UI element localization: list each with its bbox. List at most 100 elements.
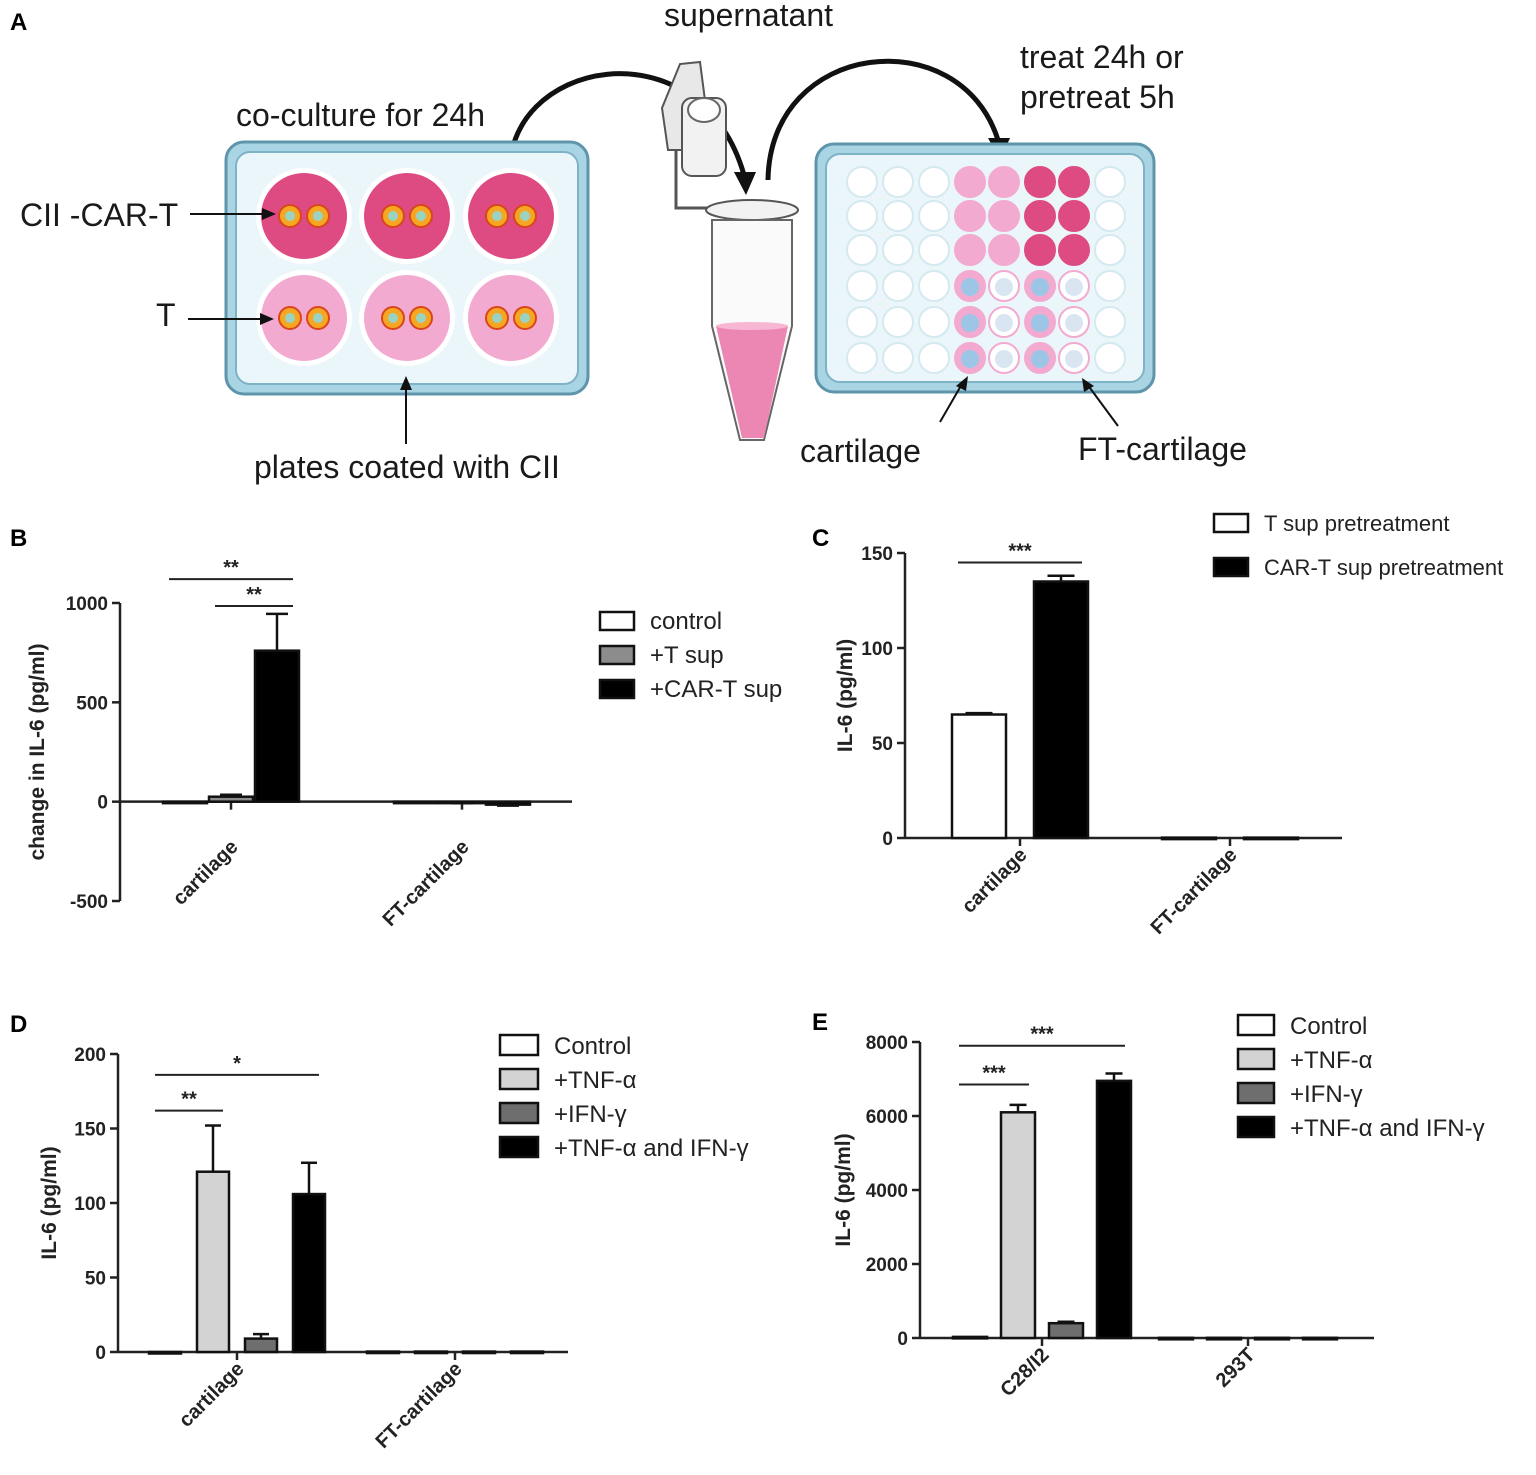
cartilage-pointer [939, 383, 963, 423]
bar [161, 800, 209, 805]
y-tick-label: 6000 [866, 1107, 908, 1128]
legend-label: +IFN-γ [1290, 1081, 1363, 1108]
small-well [988, 200, 1020, 232]
cell-nucleus-icon [520, 211, 530, 221]
significance-label: *** [1030, 1024, 1054, 1046]
panel-b-label: B [10, 525, 27, 552]
legend-label: +IFN-γ [554, 1101, 627, 1128]
bar [1095, 1079, 1133, 1340]
treat-label-line2: pretreat 5h [1020, 79, 1175, 115]
x-category-label: cartilage [175, 1358, 249, 1432]
y-axis-label: IL-6 (pg/ml) [38, 1146, 61, 1259]
y-tick-label: 0 [97, 793, 108, 814]
legend-swatch [1236, 1013, 1276, 1037]
y-tick-label: 500 [76, 693, 108, 714]
bar [1253, 1336, 1291, 1341]
y-tick-label: 1000 [66, 594, 108, 615]
panel-a-label: A [10, 9, 27, 36]
legend-swatch [1236, 1115, 1276, 1139]
y-tick-label: 8000 [866, 1033, 908, 1054]
small-well [846, 270, 878, 302]
plate-pointer-head [400, 376, 412, 390]
x-category-label: 293T [1212, 1344, 1260, 1392]
small-well [1094, 234, 1126, 266]
y-tick-label: 4000 [866, 1181, 908, 1202]
tissue-piece [1031, 350, 1049, 368]
well-car-t [364, 173, 450, 259]
cell-nucleus-icon [492, 313, 502, 323]
small-well [918, 306, 950, 338]
small-well [1094, 270, 1126, 302]
bar [291, 1192, 327, 1354]
six-well-plate [224, 140, 590, 396]
bar [484, 800, 532, 806]
cell-nucleus-icon [285, 211, 295, 221]
cell-nucleus-icon [313, 211, 323, 221]
bar [147, 1350, 183, 1355]
small-well [954, 234, 986, 266]
tissue-piece [995, 278, 1013, 296]
small-well [882, 234, 914, 266]
car-t-pointer-head [262, 208, 276, 220]
small-well [846, 342, 878, 374]
significance-label: * [233, 1053, 241, 1075]
small-well [918, 200, 950, 232]
x-category-label: cartilage [169, 836, 243, 910]
cell-nucleus-icon [388, 211, 398, 221]
bar [392, 800, 440, 805]
legend-label: +TNF-α [554, 1067, 637, 1094]
cell-nucleus-icon [416, 313, 426, 323]
small-well [846, 306, 878, 338]
legend-swatch [498, 1135, 540, 1159]
small-well [988, 166, 1020, 198]
small-well [918, 166, 950, 198]
small-well [954, 166, 986, 198]
small-well [882, 306, 914, 338]
legend-label: CAR-T sup pretreatment [1264, 555, 1503, 580]
y-tick-label: 0 [95, 1343, 106, 1364]
y-tick-label: 150 [74, 1120, 106, 1141]
legend-swatch [1236, 1047, 1276, 1071]
tissue-piece [1065, 314, 1083, 332]
legend-swatch [1212, 556, 1250, 578]
well-t [261, 275, 347, 361]
small-well [1024, 234, 1056, 266]
legend-swatch [1212, 512, 1250, 534]
bar [207, 795, 255, 803]
x-category-label: FT-cartilage [1147, 844, 1242, 939]
transfer-arrow-2 [765, 58, 1001, 181]
cell-nucleus-icon [492, 211, 502, 221]
small-well [918, 342, 950, 374]
small-well [1094, 166, 1126, 198]
x-category-label: cartilage [958, 844, 1032, 918]
bar [999, 1111, 1037, 1340]
bar [1242, 836, 1300, 841]
bar [461, 1350, 497, 1355]
small-well [846, 200, 878, 232]
legend-swatch [598, 678, 636, 700]
y-tick-label: 50 [85, 1269, 106, 1290]
legend-label: +TNF-α and IFN-γ [554, 1135, 749, 1162]
cell-nucleus-icon [285, 313, 295, 323]
small-well [1094, 306, 1126, 338]
tissue-piece [1031, 278, 1049, 296]
y-tick-label: 2000 [866, 1255, 908, 1276]
legend-label: T sup pretreatment [1264, 511, 1449, 536]
multi-well-plate [814, 142, 1156, 394]
y-axis-label: IL-6 (pg/ml) [832, 1133, 855, 1246]
treat-label-line1: treat 24h or [1020, 39, 1184, 75]
y-tick-label: 150 [861, 544, 893, 565]
well-car-t [468, 173, 554, 259]
y-tick-label: 100 [861, 639, 893, 660]
legend-label: +T sup [650, 642, 724, 669]
t-pointer-head [260, 313, 274, 325]
ft-cartilage-label: FT-cartilage [1078, 431, 1247, 467]
small-well [918, 234, 950, 266]
cartilage-pointer-head [956, 376, 968, 391]
significance-label: *** [1008, 541, 1032, 563]
small-well [1024, 166, 1056, 198]
small-well [1058, 200, 1090, 232]
